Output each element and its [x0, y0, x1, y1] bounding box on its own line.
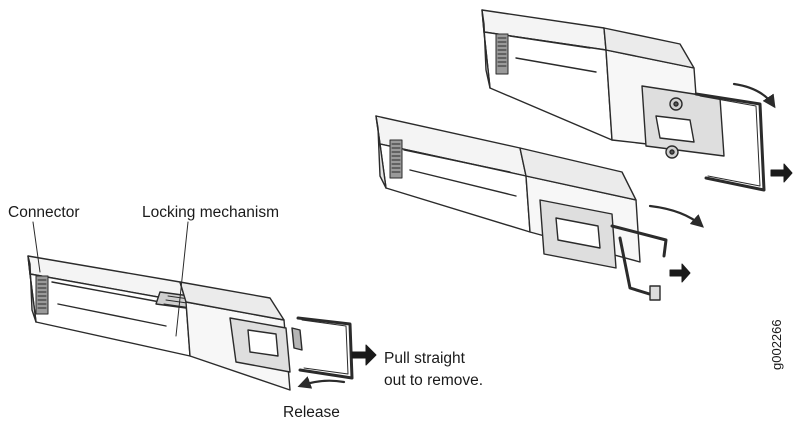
transceiver-bottom-left — [27, 255, 377, 391]
release-label: Release — [283, 404, 340, 421]
connector-grille-middle — [389, 139, 403, 179]
figure-id-label: g002266 — [769, 319, 784, 370]
connector-leader-line — [32, 221, 41, 273]
connector-grille-top — [495, 33, 509, 75]
transceiver-middle — [375, 115, 704, 301]
pull-instruction-line2: out to remove. — [384, 372, 484, 389]
locking-mechanism-leader-line — [175, 221, 189, 337]
connector-label: Connector — [8, 204, 80, 221]
connector-grille-bottom — [35, 275, 49, 315]
transceiver-top-right — [481, 9, 793, 192]
locking-mechanism-label: Locking mechanism — [142, 204, 279, 221]
pull-instruction-line1: Pull straight — [384, 350, 465, 367]
